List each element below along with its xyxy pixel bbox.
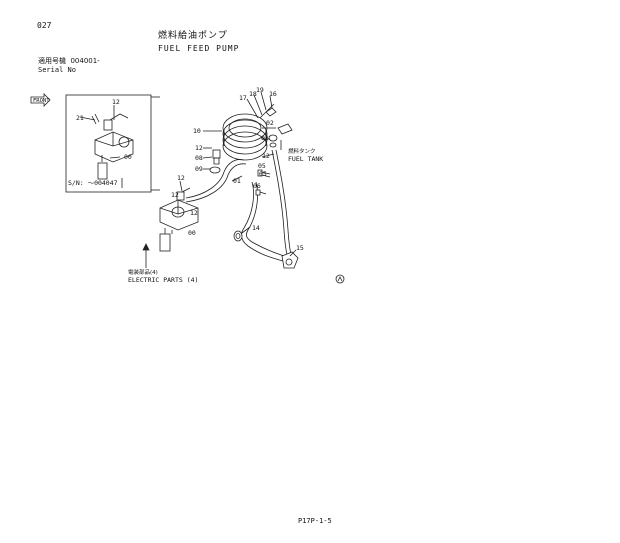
fitting-03-icon [268, 134, 278, 148]
main-pump-icon [159, 180, 199, 252]
callout-15: 15 [296, 244, 304, 252]
callout-18: 18 [249, 90, 257, 98]
callout-17: 17 [239, 94, 247, 102]
fitting-09-icon [209, 166, 221, 174]
fuel-tank-label-japanese: 燃料タンク [288, 147, 316, 155]
front-arrow-icon [30, 93, 51, 107]
callout-05-b: 05 [259, 170, 267, 178]
callout-00-inset: 00 [124, 153, 132, 161]
callout-19: 19 [256, 86, 264, 94]
callout-05-a: 05 [258, 162, 266, 170]
page-number: 027 [37, 21, 52, 30]
inset-frame [65, 94, 152, 193]
callout-12-right: 12 [262, 152, 270, 160]
electric-parts-label-english: ELECTRIC PARTS (4) [128, 276, 198, 284]
serial-label-english: Serial No [38, 66, 76, 74]
callout-21: 21 [76, 114, 84, 122]
callout-12-mid: 12 [195, 144, 203, 152]
callout-12-pump-b: 12 [171, 191, 179, 199]
clamp-15-icon [281, 251, 299, 269]
serial-line-japanese: 適用号機 004001- [38, 57, 100, 65]
callout-03: 03 [261, 134, 269, 142]
callout-06: 06 [253, 182, 261, 190]
callout-01: 01 [233, 177, 241, 185]
fitting-02-icon [265, 107, 293, 135]
bolt-06-icon [255, 189, 267, 196]
callout-16: 16 [269, 90, 277, 98]
callout-00-main: 00 [188, 229, 196, 237]
callout-09: 09 [195, 165, 203, 173]
callout-02: 02 [266, 119, 274, 127]
inset-serial-note: S/N: ～004047 [68, 179, 118, 187]
serial-label-japanese: 適用号機 [38, 57, 66, 65]
circle-mark-icon [335, 274, 345, 284]
callout-12-pump-a: 12 [177, 174, 185, 182]
callout-10: 10 [193, 127, 201, 135]
front-label: FRONT [33, 98, 50, 104]
main-hose [185, 159, 245, 199]
callout-12-pump-c: 12 [190, 209, 198, 217]
fitting-08-icon [212, 149, 221, 165]
fuel-line-01 [240, 181, 287, 263]
callout-14: 14 [252, 224, 260, 232]
electric-parts-label-japanese: 電装部品(4) [128, 268, 158, 276]
bolt-05-icon [257, 169, 271, 178]
electric-arrow-icon [142, 243, 150, 251]
serial-value: 004001- [70, 57, 100, 65]
callout-12-inset: 12 [112, 98, 120, 106]
fuel-tank-label-english: FUEL TANK [288, 155, 323, 163]
page-title-english: FUEL FEED PUMP [158, 44, 240, 53]
page-title-japanese: 燃料給油ポンプ [158, 31, 228, 41]
footer-page-code: P17P-1-5 [298, 517, 332, 525]
inset-pump-icon [91, 113, 134, 188]
callout-08: 08 [195, 154, 203, 162]
clamp-14-icon [233, 230, 243, 242]
